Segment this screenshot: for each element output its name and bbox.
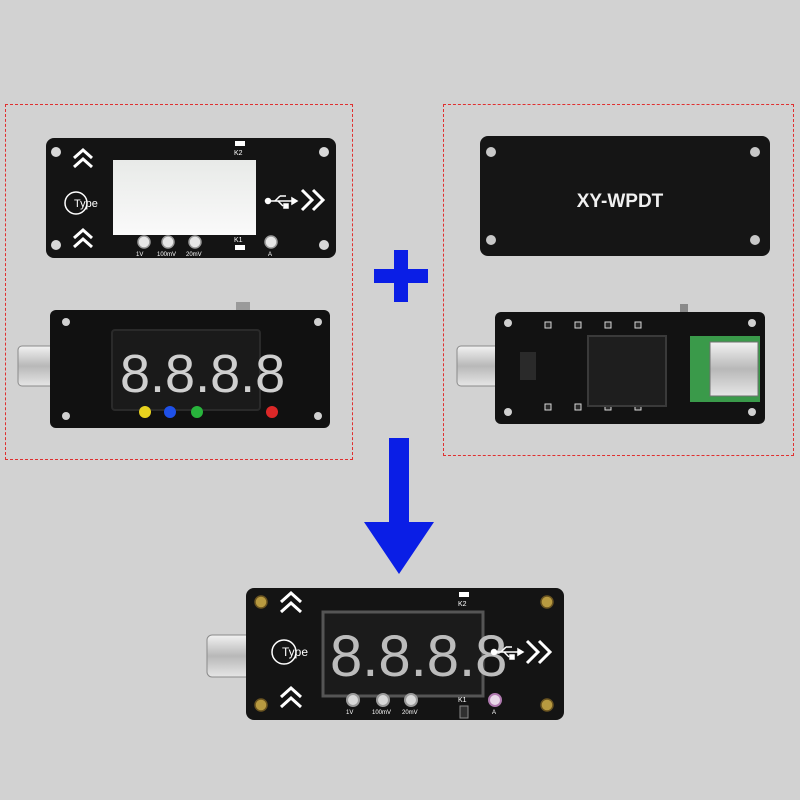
acrylic-cover: XY-WPDT xyxy=(480,136,770,256)
usb-icon xyxy=(264,195,299,209)
result-k1-button xyxy=(459,705,469,719)
range-label-20mv: 20mV xyxy=(186,252,202,258)
k1-button-mark xyxy=(235,245,245,250)
type-c-logo: Type xyxy=(64,191,98,215)
type-c-logo: Type xyxy=(271,639,308,665)
usb-a-port xyxy=(709,341,759,397)
result-seven-segment-digits: 8.8.8.8 xyxy=(330,624,507,689)
chevron-right-icon xyxy=(525,639,553,665)
result-k1-label: K1 xyxy=(458,697,467,704)
arrow-down-icon xyxy=(364,438,434,574)
plus-icon xyxy=(374,250,428,302)
type-c-connector-2 xyxy=(456,345,502,387)
left-component-frame xyxy=(5,104,353,460)
display-board: 8.8.8.8 xyxy=(17,302,330,428)
k2-button-mark xyxy=(235,141,245,146)
chevron-up-icon xyxy=(279,590,303,709)
range-label-100mv: 100mV xyxy=(157,252,176,258)
result-range-label-100mv: 100mV xyxy=(372,710,391,716)
seven-segment-digits: 8.8.8.8 xyxy=(120,344,285,404)
result-k2-button xyxy=(459,592,469,597)
type-logo-text: Type xyxy=(74,198,98,210)
led-green xyxy=(191,406,203,418)
range-led-holes xyxy=(137,235,278,249)
result-type-logo-text: Type xyxy=(282,645,308,659)
result-unit-label-a: A xyxy=(492,710,496,716)
cover-model-label: XY-WPDT xyxy=(577,191,664,212)
chevron-right-icon xyxy=(300,188,326,212)
k1-label: K1 xyxy=(234,237,243,244)
result-range-label-1v: 1V xyxy=(346,710,353,716)
assembled-module: 8.8.8.8 Type K2 K1 xyxy=(206,588,564,720)
led-yellow xyxy=(139,406,151,418)
range-label-1v: 1V xyxy=(136,252,143,258)
result-k2-label: K2 xyxy=(458,601,467,608)
led-blue xyxy=(164,406,176,418)
bare-pcb xyxy=(456,304,765,424)
right-component-frame xyxy=(443,104,794,456)
board-top-cover: Type K2 K1 1V 100mV 20mV A xyxy=(46,138,336,258)
chevron-up-icon xyxy=(73,147,93,249)
led-red xyxy=(266,406,278,418)
unit-label-a: A xyxy=(268,252,272,258)
k2-label: K2 xyxy=(234,150,243,157)
result-range-label-20mv: 20mV xyxy=(402,710,418,716)
result-range-leds xyxy=(346,693,502,707)
usb-icon xyxy=(490,646,525,660)
